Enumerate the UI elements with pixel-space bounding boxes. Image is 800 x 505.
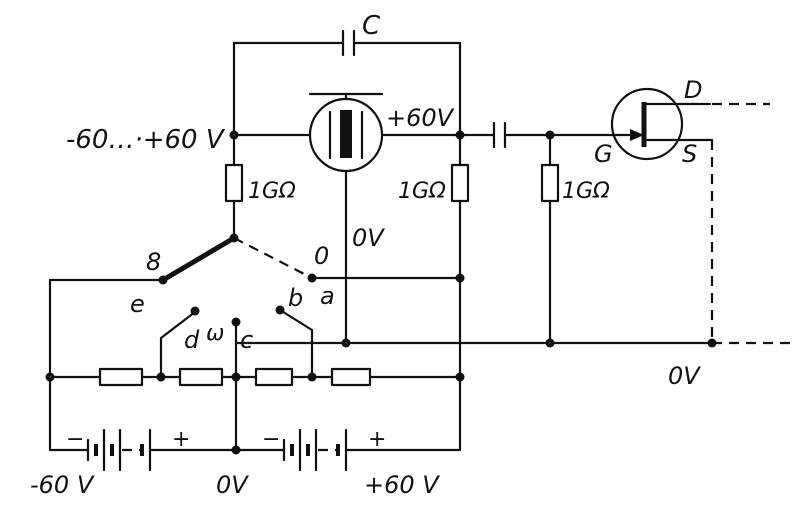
resistor-middle-label: 1GΩ (398, 179, 446, 204)
battery-right-minus: − (262, 427, 280, 452)
capacitor-c (232, 29, 462, 137)
batteries (48, 375, 462, 472)
resistor-right-label: 1GΩ (562, 179, 610, 204)
battery-left-minus: − (66, 427, 84, 452)
range-switch (48, 235, 462, 379)
battery-left-plus: + (172, 427, 190, 452)
pos-d-label: d (184, 326, 200, 354)
zero-volt-right-label: 0V (668, 362, 701, 390)
switch-pos-8-label: 8 (146, 248, 161, 276)
switch-taps (159, 308, 314, 379)
capacitor-c-label: C (362, 11, 381, 41)
pos-b-label: b (288, 284, 303, 312)
omega-label: ω (206, 321, 224, 346)
pos-e-label: e (130, 290, 145, 318)
minus60-bottom-label: -60 V (30, 471, 95, 499)
coupling-capacitor (492, 121, 614, 149)
zero-volt-mid-label: 0V (352, 224, 385, 252)
resistor-right (540, 133, 560, 345)
plus60-top-label: +60V (386, 104, 455, 132)
fet-gate-label: G (594, 140, 613, 168)
fet-source-label: S (682, 140, 697, 168)
fet-transistor (610, 87, 770, 343)
junctions (45, 130, 717, 455)
zero-volt-bottom-label: 0V (216, 471, 249, 499)
input-range-label: -60…·+60 V (66, 125, 226, 155)
divider-chain (48, 367, 462, 387)
resistor-left (224, 133, 244, 240)
electrometer-tube (308, 92, 384, 345)
switch-pos-0-label: 0 (314, 242, 329, 270)
pos-a-label: a (320, 282, 335, 310)
battery-right-plus: + (368, 427, 386, 452)
resistor-middle (450, 133, 470, 379)
fet-drain-label: D (684, 76, 702, 104)
pos-c-label: c (240, 326, 253, 354)
plus60-bottom-label: +60 V (364, 471, 440, 499)
resistor-left-label: 1GΩ (248, 179, 296, 204)
